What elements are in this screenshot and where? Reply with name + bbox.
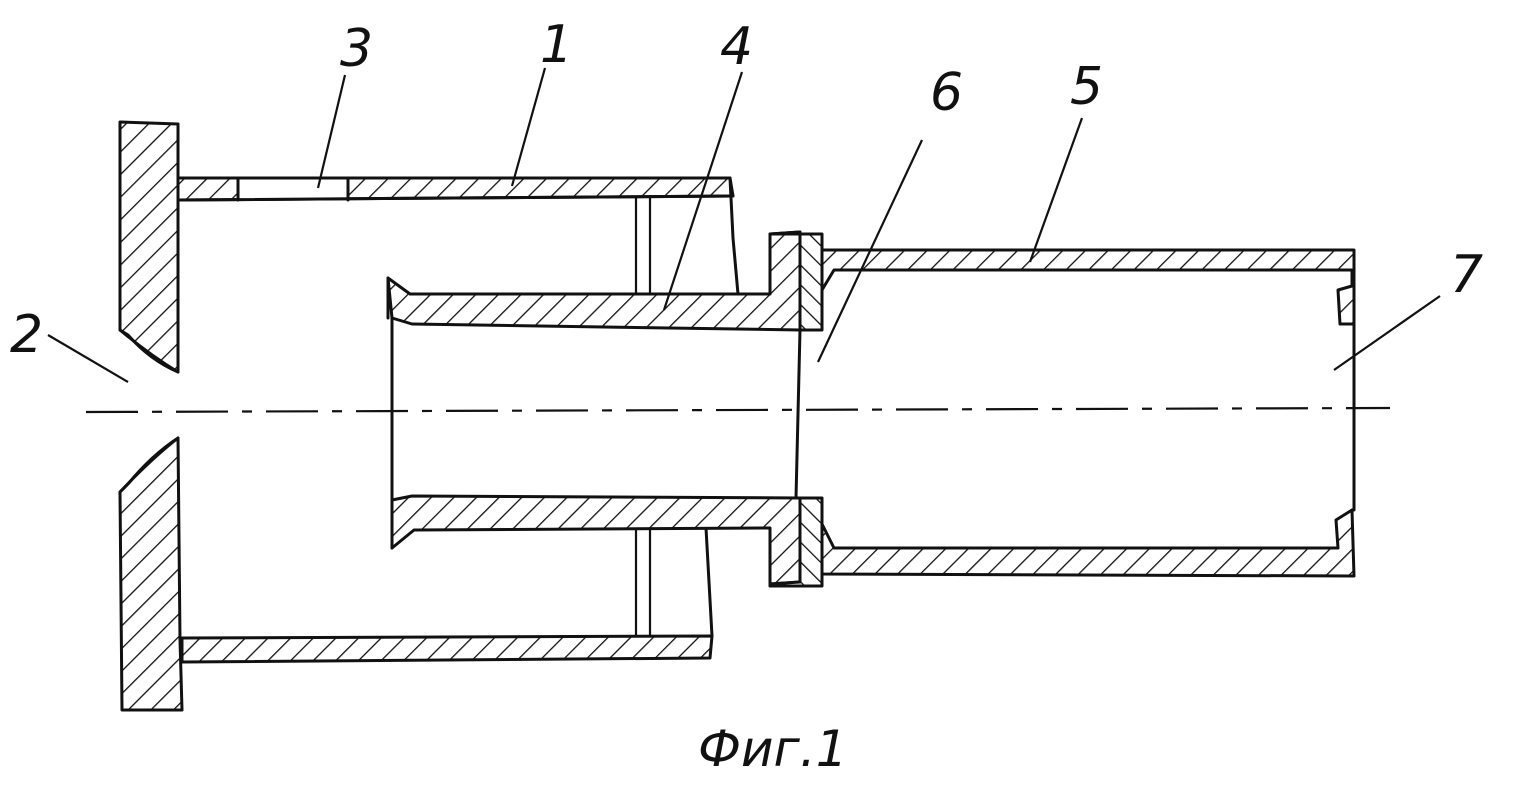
- housing-bottom-wall: [182, 636, 712, 662]
- leader-lines: [48, 68, 1440, 382]
- end-flange: [120, 122, 182, 710]
- outer-tube: [822, 250, 1354, 576]
- label-part-4: 4: [720, 17, 753, 77]
- figure-caption: Фиг.1: [698, 720, 848, 778]
- spacer-ribs: [636, 178, 738, 636]
- label-part-3: 3: [340, 19, 373, 79]
- label-part-2: 2: [10, 305, 43, 365]
- center-axis: [86, 408, 1390, 412]
- housing-top-wall: [178, 176, 733, 200]
- label-part-5: 5: [1070, 57, 1103, 117]
- label-part-1: 1: [540, 15, 573, 75]
- label-part-7: 7: [1450, 245, 1483, 305]
- label-part-6: 6: [930, 63, 963, 123]
